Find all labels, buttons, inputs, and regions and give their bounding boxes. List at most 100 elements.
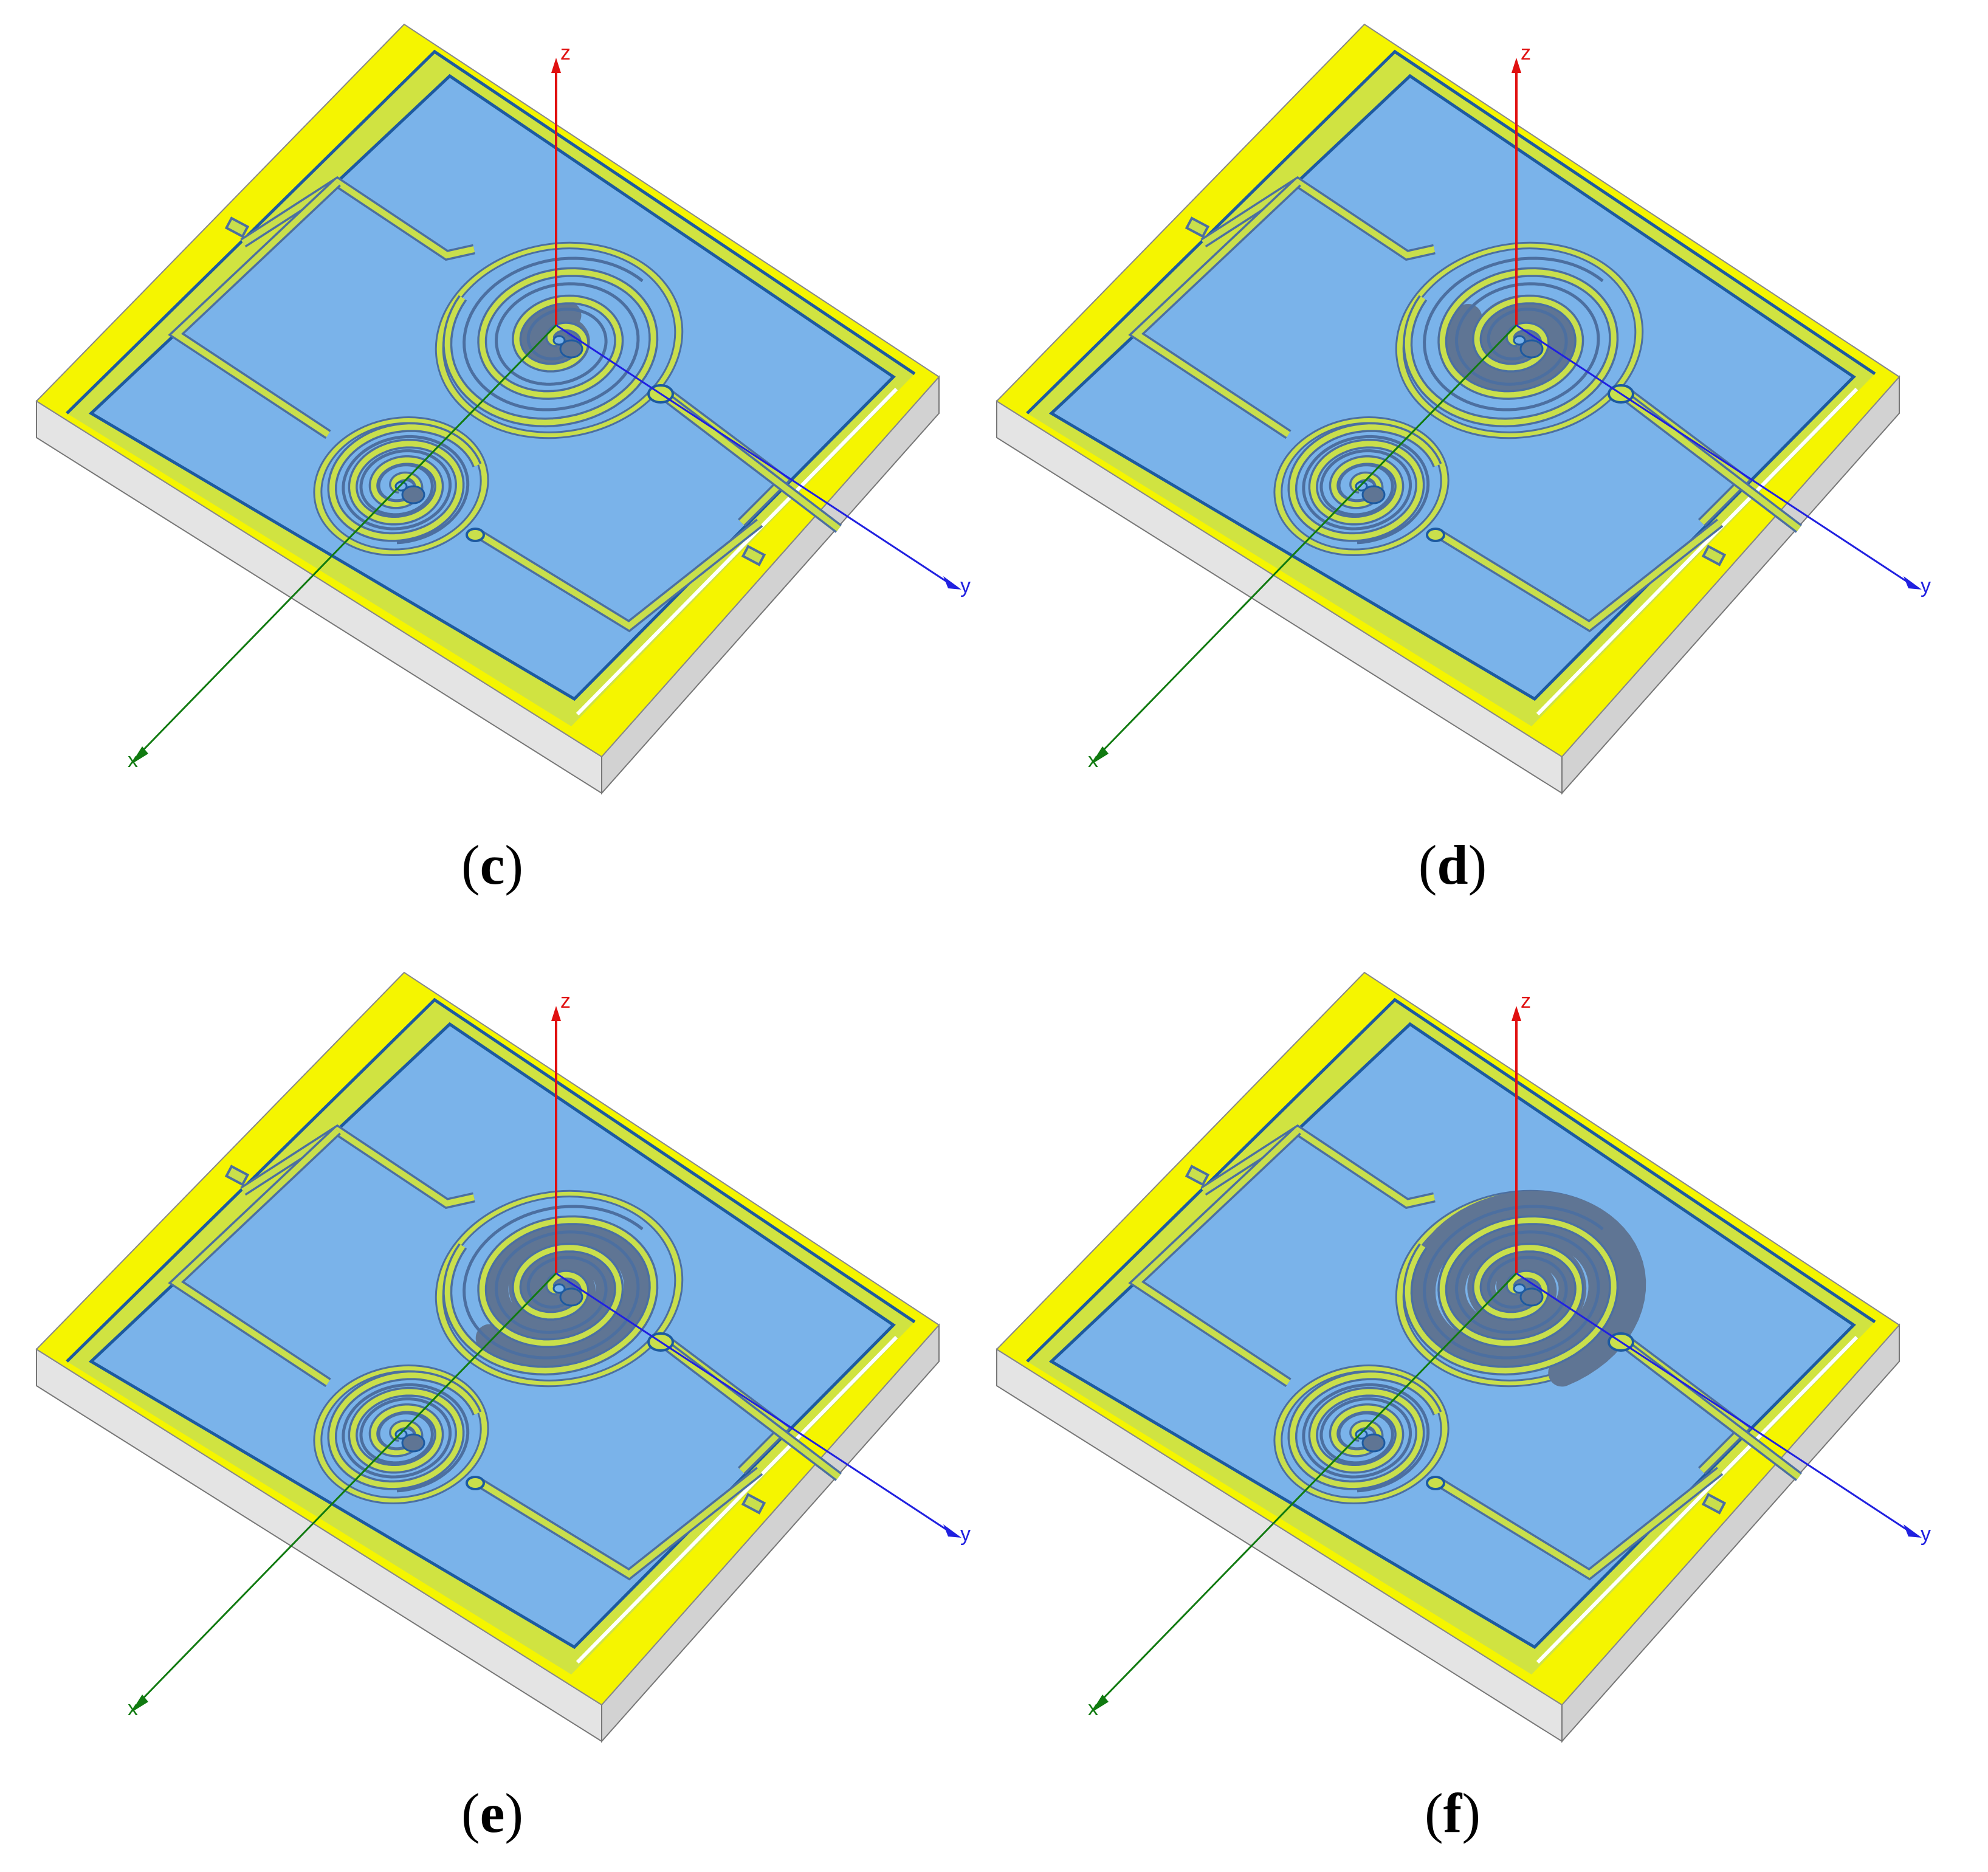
- y-axis-arrow: [943, 1524, 961, 1538]
- small-spiral-center-via: [1361, 1433, 1386, 1453]
- panel-e: z y x (e): [0, 948, 985, 1872]
- y-axis: [555, 1272, 955, 1536]
- z-axis-label: z: [1521, 41, 1531, 64]
- large-spiral: [1395, 241, 1644, 439]
- left-feed-line: [171, 1128, 340, 1386]
- small-spiral-center-via: [401, 485, 425, 504]
- large-spiral-arm: [444, 1217, 656, 1374]
- panel-f: z y x (f): [960, 948, 1945, 1872]
- large-spiral-center-via: [559, 1287, 583, 1307]
- ground-frame-edge: [66, 49, 916, 415]
- y-axis-label: y: [1921, 574, 1931, 597]
- small-spiral-arm-gap: [1302, 1383, 1430, 1493]
- small-spiral-arm: [1289, 424, 1440, 540]
- small-spiral-arm: [1289, 1372, 1440, 1488]
- panel-caption-d: (d): [1418, 834, 1487, 896]
- small-spiral-arm-gap: [342, 1383, 470, 1493]
- small-spiral-arm-gap: [342, 435, 470, 545]
- x-axis-label: x: [1088, 749, 1098, 772]
- frame-highlight: [1536, 1335, 1859, 1664]
- antenna-model-d: z y x: [996, 23, 1931, 795]
- ground-frame-edge: [66, 997, 916, 1363]
- x-axis-arrow: [1091, 746, 1109, 765]
- large-spiral: [435, 1189, 684, 1388]
- upper-feed-line: [241, 1127, 475, 1207]
- z-axis-arrow: [551, 58, 561, 73]
- frame-highlight: [1536, 387, 1859, 716]
- upper-feed-line: [241, 179, 475, 259]
- y-axis-arrow: [943, 576, 961, 590]
- ground-frame-edge: [1026, 49, 1876, 415]
- ground-frame-edge: [1026, 997, 1876, 1363]
- port-left: [1185, 216, 1210, 238]
- y-axis-arrow: [1904, 1524, 1922, 1538]
- port-right: [1701, 545, 1727, 566]
- small-spiral-terminal: [1426, 1476, 1445, 1490]
- panel-letter: d: [1437, 834, 1468, 896]
- z-axis-label: z: [1521, 989, 1531, 1013]
- large-spiral-arm-gap: [463, 1205, 644, 1360]
- small-spiral-terminal: [1426, 528, 1445, 542]
- port-right: [741, 545, 766, 566]
- left-feed-line: [1131, 1128, 1300, 1386]
- small-spiral-center-via: [1361, 485, 1386, 504]
- port-left: [224, 1165, 250, 1186]
- large-spiral-center: [552, 335, 566, 346]
- panel-d: z y x (d): [960, 0, 1945, 924]
- small-spiral-center-via: [401, 1433, 425, 1453]
- upper-microstrip: [657, 390, 841, 531]
- panel-letter: c: [480, 834, 505, 896]
- y-axis-arrow: [1904, 576, 1922, 590]
- large-spiral-center: [1513, 1283, 1526, 1294]
- large-spiral-center-via: [1519, 1287, 1544, 1307]
- small-spiral: [313, 416, 489, 556]
- large-spiral-arm-gap: [463, 256, 644, 411]
- y-axis-label: y: [1921, 1523, 1931, 1546]
- x-axis: [1096, 324, 1518, 758]
- large-spiral-center-via: [559, 339, 583, 359]
- upper-microstrip: [657, 1338, 841, 1479]
- upper-microstrip: [1617, 390, 1801, 531]
- small-spiral-arm: [329, 424, 480, 540]
- y-axis-label: y: [960, 1523, 971, 1546]
- z-axis-arrow: [551, 1006, 561, 1021]
- port-left: [1185, 1165, 1210, 1186]
- large-spiral-arm: [1405, 1217, 1617, 1374]
- large-spiral-center-via: [1519, 339, 1544, 359]
- large-spiral-arm: [1405, 269, 1617, 425]
- lower-feed-line: [1439, 520, 1722, 630]
- lower-feed-line: [1439, 1468, 1722, 1578]
- x-axis-label: x: [128, 1697, 138, 1720]
- x-axis-arrow: [131, 746, 148, 765]
- x-axis-arrow: [1091, 1695, 1109, 1713]
- z-axis-arrow: [1512, 58, 1521, 73]
- z-axis-label: z: [560, 989, 571, 1013]
- panel-caption-c: (c): [461, 834, 524, 896]
- large-spiral-arm-gap: [1423, 256, 1604, 411]
- z-axis-label: z: [560, 41, 571, 64]
- panel-caption-e: (e): [461, 1782, 524, 1844]
- frame-highlight: [576, 1335, 898, 1664]
- x-axis-label: x: [128, 749, 138, 772]
- large-spiral-arm-gap: [1423, 1205, 1604, 1360]
- upper-feed-line: [1202, 179, 1436, 259]
- x-axis: [136, 324, 557, 758]
- lower-feed-line: [478, 520, 762, 630]
- small-spiral-arm: [329, 1372, 480, 1488]
- small-spiral: [313, 1364, 489, 1504]
- x-axis-label: x: [1088, 1697, 1098, 1720]
- x-axis: [136, 1272, 557, 1706]
- upper-feed-line: [1202, 1127, 1436, 1207]
- y-axis: [1516, 324, 1915, 588]
- small-spiral: [1273, 1364, 1450, 1504]
- y-axis: [1516, 1272, 1915, 1536]
- panel-caption-f: (f): [1425, 1782, 1481, 1844]
- small-spiral-terminal: [466, 528, 485, 542]
- antenna-model-e: z y x: [35, 971, 971, 1743]
- x-axis: [1096, 1272, 1518, 1706]
- y-axis: [555, 324, 955, 588]
- small-spiral-arm-gap: [1302, 435, 1430, 545]
- panel-letter: f: [1443, 1782, 1462, 1844]
- large-spiral-center: [1513, 335, 1526, 346]
